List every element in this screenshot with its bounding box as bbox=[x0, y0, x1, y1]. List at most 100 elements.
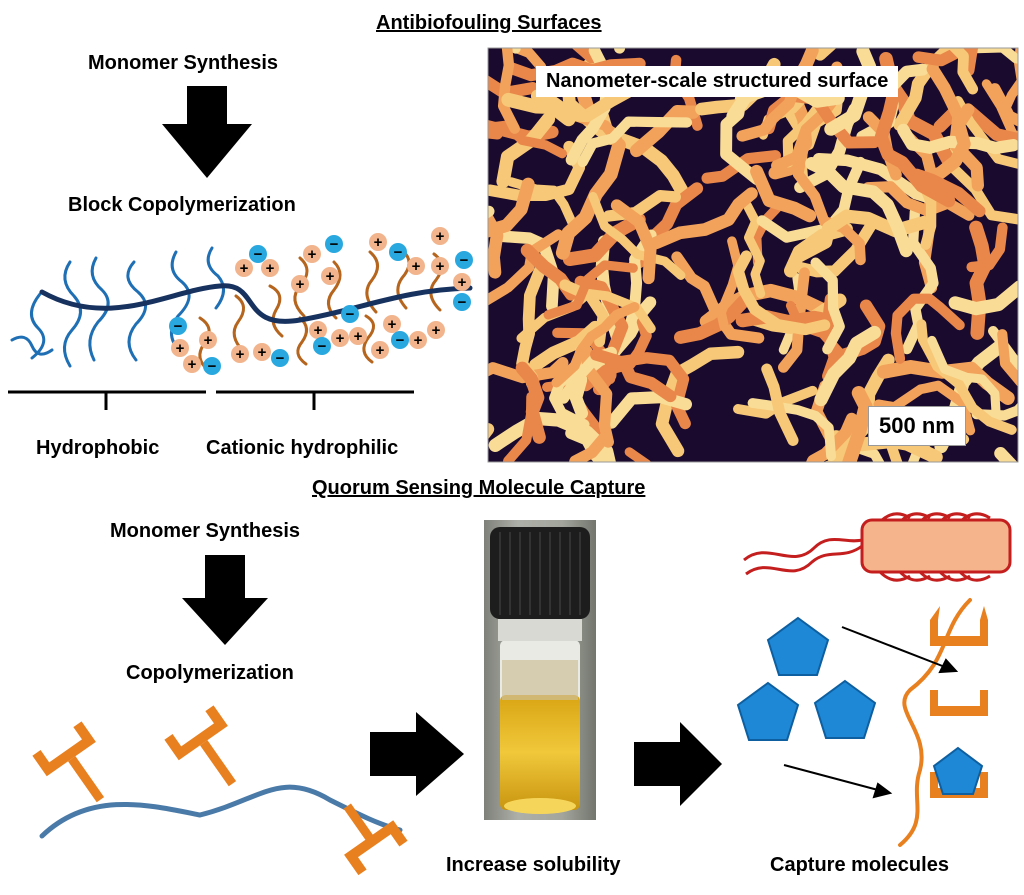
anion-sign: − bbox=[276, 350, 285, 367]
top-section-title: Antibiofouling Surfaces bbox=[376, 12, 602, 34]
cation: + bbox=[253, 343, 271, 361]
right-arrow-to-vial bbox=[370, 712, 464, 796]
pentagon-molecule bbox=[766, 616, 830, 676]
scale-bar: 500 nm bbox=[868, 406, 966, 446]
cation: + bbox=[321, 267, 339, 285]
cation-sign: + bbox=[176, 340, 185, 357]
cation: + bbox=[383, 315, 401, 333]
cation-sign: + bbox=[266, 260, 275, 277]
afm-domain bbox=[989, 83, 1018, 127]
cation: + bbox=[349, 327, 367, 345]
cation: + bbox=[369, 233, 387, 251]
afm-domain bbox=[999, 48, 1018, 116]
cation: + bbox=[291, 275, 309, 293]
right-arrow-to-capture bbox=[634, 722, 722, 806]
cation-sign: + bbox=[388, 316, 397, 333]
afm-domain bbox=[674, 294, 751, 344]
afm-domain bbox=[814, 325, 882, 407]
cation-sign: + bbox=[412, 258, 421, 275]
anion: − bbox=[203, 357, 221, 375]
afm-domain bbox=[505, 57, 646, 82]
hydrophobic-label: Hydrophobic bbox=[36, 437, 160, 459]
cation-sign: + bbox=[336, 330, 345, 347]
afm-domain bbox=[568, 432, 610, 462]
afm-domain bbox=[577, 116, 693, 168]
afm-domain bbox=[916, 319, 1017, 435]
cation-sign: + bbox=[236, 346, 245, 363]
afm-domain bbox=[948, 48, 979, 95]
afm-domain bbox=[574, 275, 629, 396]
afm-domain bbox=[918, 103, 975, 186]
afm-domain bbox=[588, 191, 686, 280]
signal-molecules bbox=[736, 616, 984, 795]
afm-domain bbox=[496, 112, 556, 189]
cation-sign: + bbox=[436, 228, 445, 245]
cation: + bbox=[371, 341, 389, 359]
cation: + bbox=[309, 321, 327, 339]
afm-domain bbox=[732, 250, 831, 336]
scale-bar-text: 500 nm bbox=[879, 413, 955, 438]
afm-domain bbox=[590, 348, 677, 403]
cation-sign: + bbox=[204, 332, 213, 349]
anion: − bbox=[313, 337, 331, 355]
pentagon-molecule bbox=[813, 679, 877, 739]
afm-domain bbox=[610, 199, 657, 285]
cation-sign: + bbox=[308, 246, 317, 263]
cation: + bbox=[171, 339, 189, 357]
receptor-groups bbox=[32, 705, 408, 876]
afm-domain bbox=[927, 335, 1001, 415]
anion-sign: − bbox=[346, 306, 355, 323]
afm-domain bbox=[874, 90, 956, 208]
afm-domain bbox=[805, 157, 913, 258]
cation: + bbox=[409, 331, 427, 349]
cation: + bbox=[199, 331, 217, 349]
afm-domain bbox=[488, 206, 504, 279]
afm-domain bbox=[910, 168, 986, 218]
cation-sign: + bbox=[326, 268, 335, 285]
afm-domain bbox=[953, 96, 1018, 169]
increase-solubility-label: Increase solubility bbox=[446, 854, 621, 876]
receptor bbox=[32, 721, 105, 803]
afm-domain bbox=[812, 152, 952, 209]
afm-domain bbox=[624, 447, 651, 462]
anion: − bbox=[341, 305, 359, 323]
cation-ions: + + + + + + + + + + + + + + + + + + + + … bbox=[171, 227, 471, 373]
cation: + bbox=[431, 257, 449, 275]
afm-domain bbox=[501, 92, 576, 127]
afm-domain bbox=[890, 293, 965, 364]
cation: + bbox=[427, 321, 445, 339]
afm-domain bbox=[736, 79, 802, 142]
afm-domain bbox=[497, 48, 520, 134]
afm-domain bbox=[948, 280, 1018, 316]
bacterium bbox=[743, 512, 1012, 582]
cation: + bbox=[231, 345, 249, 363]
afm-domain bbox=[562, 212, 646, 267]
receptor-pocket bbox=[930, 690, 988, 716]
cation: + bbox=[453, 273, 471, 291]
afm-domain bbox=[997, 329, 1018, 387]
anion: − bbox=[453, 293, 471, 311]
anion-sign: − bbox=[208, 358, 217, 375]
afm-domain bbox=[966, 222, 1008, 273]
cation: + bbox=[407, 257, 425, 275]
receptor bbox=[343, 803, 408, 876]
afm-domain bbox=[897, 123, 1018, 155]
cation: + bbox=[235, 259, 253, 277]
afm-domain bbox=[971, 48, 1018, 64]
cationic-hydrophilic-label: Cationic hydrophilic bbox=[206, 437, 399, 459]
anion-sign: − bbox=[394, 244, 403, 261]
anion: − bbox=[271, 349, 289, 367]
cation-sign: + bbox=[436, 258, 445, 275]
cationic-bracket bbox=[216, 390, 414, 410]
cation-sign: + bbox=[354, 328, 363, 345]
afm-domain bbox=[488, 411, 616, 462]
hydrophobic-chains bbox=[10, 246, 225, 368]
anion: − bbox=[325, 235, 343, 253]
afm-domain bbox=[605, 391, 692, 429]
afm-domain bbox=[750, 164, 817, 223]
anion: − bbox=[169, 317, 187, 335]
anion-sign: − bbox=[174, 318, 183, 335]
afm-domain bbox=[671, 251, 765, 344]
afm-surface-image bbox=[487, 47, 1019, 463]
cation-sign: + bbox=[258, 344, 267, 361]
